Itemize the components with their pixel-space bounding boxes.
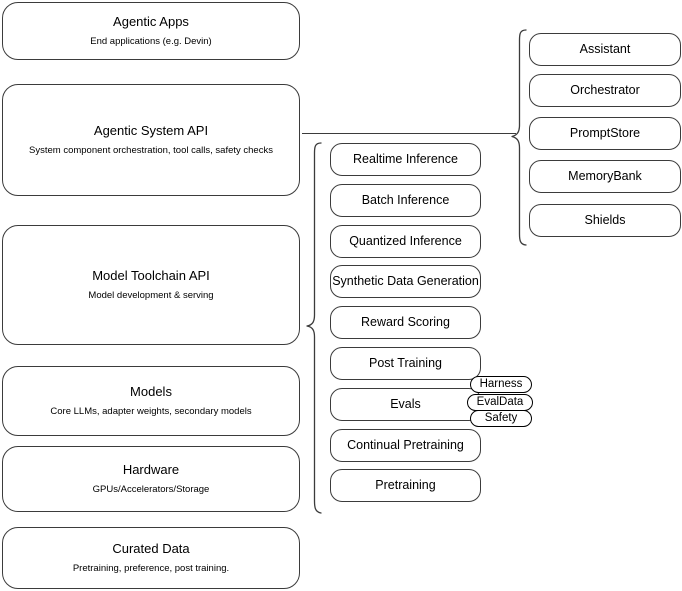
evals-pill-safety[interactable]: Safety [470,410,532,427]
layer-subtitle: System component orchestration, tool cal… [29,145,273,157]
evals-pill-harness[interactable]: Harness [470,376,532,393]
chip-label: Assistant [579,41,631,56]
layer-subtitle: Model development & serving [88,290,214,302]
layer-subtitle: Core LLMs, adapter weights, secondary mo… [50,406,252,418]
brace-agentic-system [511,29,527,246]
brace-model-toolchain [306,142,322,514]
chip-label: Orchestrator [570,82,640,97]
agentic-chip-orchestrator[interactable]: Orchestrator [529,74,681,107]
layer-title: Agentic System API [93,122,209,138]
agentic-chip-assistant[interactable]: Assistant [529,33,681,66]
layer-subtitle: GPUs/Accelerators/Storage [92,484,210,496]
layer-title: Model Toolchain API [92,267,210,283]
chip-label: Batch Inference [361,192,450,207]
agentic-chip-promptstore[interactable]: PromptStore [529,117,681,150]
layer-title: Models [130,383,172,399]
layer-box-hardware[interactable]: Hardware GPUs/Accelerators/Storage [2,446,300,512]
chip-label: Post Training [369,355,442,370]
toolchain-chip-evals[interactable]: Evals [330,388,481,421]
chip-label: Shields [584,212,626,227]
pill-label: Harness [479,377,523,390]
pill-label: EvalData [476,395,524,408]
chip-label: Reward Scoring [361,314,450,329]
toolchain-chip-batch-inference[interactable]: Batch Inference [330,184,481,217]
chip-label: Continual Pretraining [347,437,464,452]
chip-label: Pretraining [375,477,436,492]
chip-label: PromptStore [569,125,641,140]
layer-subtitle: Pretraining, preference, post training. [72,563,230,575]
chip-label: Synthetic Data Generation [332,273,479,288]
agentic-chip-shields[interactable]: Shields [529,204,681,237]
layer-title: Agentic Apps [113,13,189,29]
chip-label: Realtime Inference [353,151,458,166]
layer-title: Hardware [122,461,180,477]
toolchain-chip-realtime-inference[interactable]: Realtime Inference [330,143,481,176]
layer-box-agentic-apps[interactable]: Agentic Apps End applications (e.g. Devi… [2,2,300,60]
toolchain-chip-pretraining[interactable]: Pretraining [330,469,481,502]
layer-title: Curated Data [112,540,190,556]
chip-label: Quantized Inference [349,233,462,248]
layer-box-agentic-system-api[interactable]: Agentic System API System component orch… [2,84,300,196]
layer-subtitle: End applications (e.g. Devin) [90,36,212,48]
layer-box-models[interactable]: Models Core LLMs, adapter weights, secon… [2,366,300,436]
evals-pill-evaldata[interactable]: EvalData [467,394,533,411]
toolchain-chip-reward-scoring[interactable]: Reward Scoring [330,306,481,339]
toolchain-chip-post-training[interactable]: Post Training [330,347,481,380]
connector-agentic-system-to-components [302,133,516,135]
toolchain-chip-quantized-inference[interactable]: Quantized Inference [330,225,481,258]
toolchain-chip-synthetic-data-generation[interactable]: Synthetic Data Generation [330,265,481,298]
agentic-chip-memorybank[interactable]: MemoryBank [529,160,681,193]
chip-label: Evals [390,396,421,411]
chip-label: MemoryBank [568,168,642,183]
pill-label: Safety [484,411,518,424]
toolchain-chip-continual-pretraining[interactable]: Continual Pretraining [330,429,481,462]
layer-box-model-toolchain-api[interactable]: Model Toolchain API Model development & … [2,225,300,345]
layer-box-curated-data[interactable]: Curated Data Pretraining, preference, po… [2,527,300,589]
